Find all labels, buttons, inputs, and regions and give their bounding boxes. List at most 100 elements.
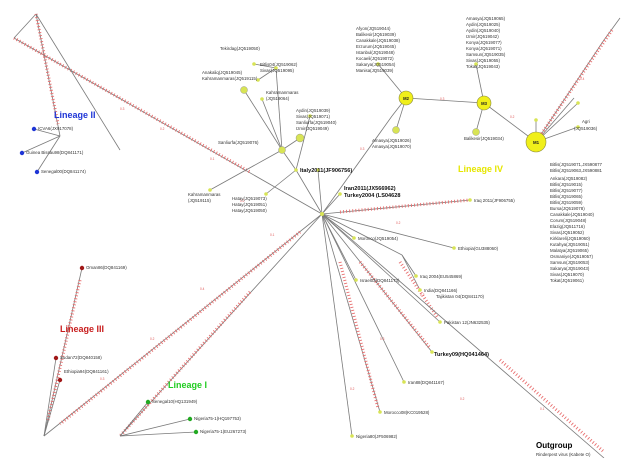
- svg-text:0.3: 0.3: [440, 97, 445, 101]
- svg-text:0.2: 0.2: [510, 115, 515, 119]
- hub-m3-label: M3: [481, 101, 487, 106]
- svg-text:0.1: 0.1: [210, 157, 215, 161]
- hub-m2-label: M2: [403, 96, 409, 101]
- leaf-label: Canakkale(JQ519038): [356, 38, 400, 43]
- leaf-label: Senegal10(HQ131949): [152, 399, 198, 404]
- leaf-label: Konya(JQ519077): [466, 40, 502, 45]
- leaf-label: Sivas(JQ519095): [260, 68, 294, 73]
- leaf-label: Afyon(JQ519044): [356, 26, 391, 31]
- leaf-labels: ICVA6(JX917078) Guinea Bissau98(DQ841171…: [26, 16, 603, 457]
- leaf-label: Anakaliq(JQ519045): [202, 70, 243, 75]
- leaf-label: Aydin(JQ519040): [466, 28, 501, 33]
- node-lineage2-c: [34, 169, 40, 175]
- node-d3: [472, 128, 480, 136]
- leaf-label: Sanliurfa(JQ519040): [296, 120, 337, 125]
- node-e1: [352, 236, 356, 240]
- leaf-label: Tekirdag(JQ519050): [220, 46, 260, 51]
- node-c5: [256, 78, 260, 82]
- leaf-label: Bitlis(JQ519015): [550, 182, 583, 187]
- hub-m2-circle: [398, 90, 414, 106]
- node-c1: [240, 86, 248, 94]
- leaf-label: (JQ519064): [266, 96, 290, 101]
- leaf-label: Hatay(JQ519073): [232, 196, 267, 201]
- leaf-label: Israel03(DQ841173): [360, 278, 400, 283]
- leaf-label: Aydin(JQ519039): [296, 108, 331, 113]
- node-lineage3-c: [57, 377, 63, 383]
- leaf-label: Osmaniye(JQ519057): [550, 254, 593, 259]
- leaf-label: Sivas(JQ519070): [550, 272, 584, 277]
- leaf-label: Iran88(DQ841167): [408, 380, 445, 385]
- node-d2: [392, 126, 400, 134]
- leaf-label: Hatay(JQ519050): [232, 208, 267, 213]
- svg-text:0.2: 0.2: [396, 221, 401, 225]
- leaf-label: Samsun(JQ519053): [550, 260, 590, 265]
- leaf-nodes: [19, 62, 580, 438]
- central-cluster-branches: [209, 63, 393, 215]
- leaf-label: Hatay(JQ519051): [232, 202, 267, 207]
- lineage2-branches: [13, 13, 323, 215]
- leaf-label: (JQ519115): [188, 198, 211, 203]
- leaf-label: Tokat(JQ519061): [550, 278, 584, 283]
- node-c3: [252, 62, 256, 66]
- leaf-label: Canakkale(JQ519040): [550, 212, 594, 217]
- leaf-label: Elazig(JQ511716): [550, 224, 585, 229]
- leaf-label: Malatya(JQ519065): [550, 248, 589, 253]
- node-e3: [414, 274, 418, 278]
- svg-text:0.3: 0.3: [360, 147, 365, 151]
- node-lineage1-a: [145, 399, 151, 405]
- leaf-label: Nigeria75-1(HQ197753): [194, 416, 241, 421]
- leaf-label: Pakistan 12(JN632535): [444, 320, 490, 325]
- leaf-label: Sakarya(JQ519054): [356, 62, 396, 67]
- lineage3-lineage1-branches: [43, 213, 323, 438]
- leaf-label: Amasya(JQ519065): [466, 16, 506, 21]
- leaf-label: Oman86(DQ841169): [86, 265, 127, 270]
- leaf-label: Morocco08(KC019528): [384, 410, 430, 415]
- svg-text:0.2: 0.2: [460, 397, 465, 401]
- leaf-label: Sivas(JQ519055): [466, 58, 500, 63]
- outgroup-title: Outgroup: [536, 441, 573, 450]
- leaf-label: Balikesir(JQ519039): [356, 32, 396, 37]
- lineage2-title: Lineage II: [54, 110, 96, 120]
- svg-text:0.3: 0.3: [100, 377, 105, 381]
- leaf-label: Kutahya(JQ519051): [550, 242, 590, 247]
- leaf-label: Senegal00(DQ841174): [41, 169, 86, 174]
- leaf-label: Kahramanmaras: [266, 90, 299, 95]
- leaf-label: Istanbul(JQ519048): [356, 50, 395, 55]
- leaf-label: Ankara(JQ519082): [550, 176, 588, 181]
- label-iran2011: Iran2011(JX566962): [344, 186, 396, 192]
- node-lineage1-b: [187, 416, 193, 422]
- label-turkey2004: Turkey2004 (LS04628: [344, 193, 401, 199]
- leaf-label: Bitlis(JQ519059): [550, 200, 583, 205]
- leaf-label: Iraq 2011(JF906755): [474, 198, 515, 203]
- leaf-label: Aydin(JQ519025): [466, 22, 501, 27]
- leaf-label: Guinea Bissau98(DQ841171): [26, 150, 84, 155]
- label-italy: Italy2011(JF906756): [300, 168, 352, 174]
- leaf-label: Rinderpest virus (Kabete O): [536, 452, 591, 457]
- leaf-label: (JQ519036): [574, 126, 598, 131]
- leaf-label: Erzurum(JQ519045): [356, 44, 396, 49]
- node-e4: [418, 288, 422, 292]
- svg-text:0.2: 0.2: [350, 387, 355, 391]
- leaf-label: India(DQ841166): [424, 288, 458, 293]
- leaf-label: Kahramanmaras: [188, 192, 221, 197]
- node-d7: [534, 118, 538, 122]
- branch-length-labels: 0.30.20.1 0.20.10.4 0.20.30.3 0.30.20.2 …: [100, 77, 585, 411]
- node-c12: [316, 168, 320, 172]
- node-e8: [430, 350, 434, 354]
- node-e2: [354, 278, 358, 282]
- leaf-label: Bitlis(JQ519071,JX590877: [550, 162, 603, 167]
- leaf-label: Sanliurfa(JQ519076): [218, 140, 259, 145]
- node-lineage3-b: [53, 355, 59, 361]
- lower-branches: [321, 198, 606, 458]
- node-d1: [376, 62, 380, 66]
- hub-m3-circle: [476, 95, 492, 111]
- highlighted-labels: Italy2011(JF906756) Iran2011(JX566962) T…: [300, 168, 489, 358]
- leaf-label: Amasya(JQ519070): [372, 144, 412, 149]
- lineage3-title: Lineage III: [60, 324, 104, 334]
- leaf-label: Iraq 2004(EU545869): [420, 274, 463, 279]
- leaf-label: Tajikistan 04(DQ841170): [436, 294, 485, 299]
- leaf-label: Manisa(JQ519039): [356, 68, 394, 73]
- leaf-label: Kirklareli(JQ519060): [550, 236, 591, 241]
- leaf-label: Bitlis(JQ519065): [550, 194, 583, 199]
